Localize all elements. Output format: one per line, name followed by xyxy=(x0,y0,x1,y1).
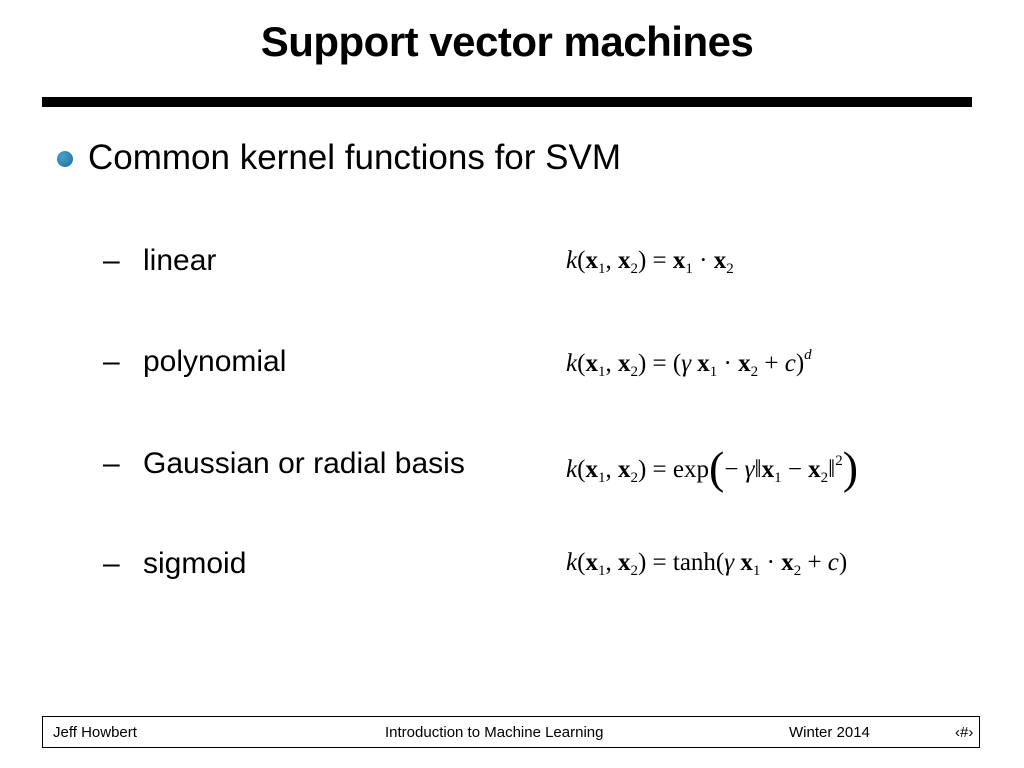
slide-footer: Jeff Howbert Introduction to Machine Lea… xyxy=(42,716,980,748)
footer-term: Winter 2014 xyxy=(789,724,870,741)
dash-bullet: – xyxy=(103,345,120,378)
formula-sigmoid: k(x1, x2) = tanh(γ x1 · x2 + c) xyxy=(566,549,848,579)
sub-item-label: Gaussian or radial basis xyxy=(143,447,465,480)
bullet-text: Common kernel functions for SVM xyxy=(88,138,621,177)
formula-polynomial: k(x1, x2) = (γ x1 · x2 + c)d xyxy=(566,347,812,380)
footer-course: Introduction to Machine Learning xyxy=(385,724,604,741)
slide-title: Support vector machines xyxy=(260,18,754,65)
footer-author: Jeff Howbert xyxy=(53,724,137,741)
sub-item-label: sigmoid xyxy=(143,547,247,580)
title-rule xyxy=(42,97,972,107)
bullet-dot xyxy=(57,151,73,167)
dash-bullet: – xyxy=(103,447,120,480)
sub-item-label: polynomial xyxy=(143,345,287,378)
dash-bullet: – xyxy=(103,244,120,277)
dash-bullet: – xyxy=(103,547,120,580)
sub-item-gaussian: –Gaussian or radial basis xyxy=(103,447,465,481)
sub-item-sigmoid: –sigmoid xyxy=(103,547,246,581)
sub-item-label: linear xyxy=(143,244,217,277)
formula-linear: k(x1, x2) = x1 · x2 xyxy=(566,247,734,277)
formula-gaussian: k(x1, x2) = exp(− γ‖x1 − x2‖2) xyxy=(566,442,859,493)
footer-page-number: ‹#› xyxy=(955,724,974,741)
sub-item-linear: –linear xyxy=(103,244,216,278)
sub-item-polynomial: –polynomial xyxy=(103,345,286,379)
